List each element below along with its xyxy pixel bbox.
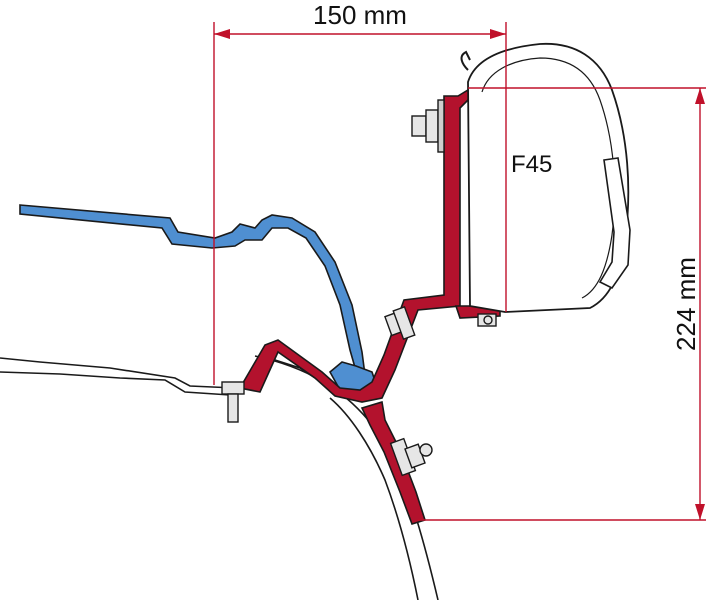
width-arrow-right: [490, 29, 506, 39]
awning-front-bar: [598, 157, 631, 290]
bolt-lower: [389, 437, 433, 477]
awning-housing-inner-line: [481, 57, 616, 299]
vehicle-body-lower-edge: [0, 371, 231, 396]
height-dimension-label: 224 mm: [671, 257, 701, 351]
bolt-middle: [384, 305, 416, 341]
height-arrow-top: [695, 88, 705, 104]
vehicle-side-curve-inner: [329, 397, 419, 601]
width-dimension-label: 150 mm: [313, 0, 407, 30]
height-arrow-bottom: [695, 504, 705, 520]
bolt-foot: [477, 313, 497, 327]
awning-hook: [460, 50, 471, 71]
roof-rail-profile: [19, 204, 366, 380]
awning-model-label: F45: [511, 151, 552, 178]
bolt-rail: [221, 381, 245, 423]
bolt-top: [411, 99, 445, 153]
width-arrow-left: [214, 29, 230, 39]
height-dimension: [418, 87, 706, 521]
width-dimension: [213, 22, 507, 385]
vehicle-roof-edge: [0, 357, 331, 389]
